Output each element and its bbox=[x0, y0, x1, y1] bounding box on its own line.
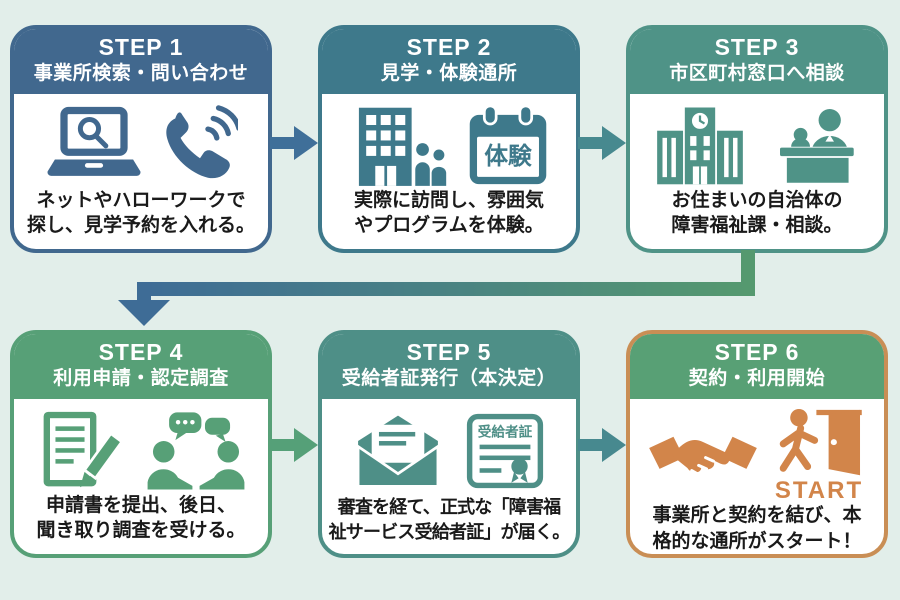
arrow-step1-step2 bbox=[270, 126, 318, 160]
step1-title: 事業所検索・問い合わせ bbox=[33, 63, 249, 84]
step3-header: STEP 3 市区町村窓口へ相談 bbox=[630, 29, 884, 94]
step2-desc-line2: やプログラムを体験。 bbox=[354, 215, 544, 237]
laptop-search-icon bbox=[44, 105, 144, 185]
step1-desc-line2: 探し、見学予約を入れる。 bbox=[26, 215, 255, 237]
trial-badge-text: 体験 bbox=[484, 143, 532, 170]
phone-icon bbox=[162, 105, 238, 185]
step6-desc-line2: 格的な通所がスタート！ bbox=[652, 530, 862, 552]
door-start-icon bbox=[771, 407, 867, 479]
step3-title: 市区町村窓口へ相談 bbox=[669, 63, 845, 84]
step2-header: STEP 2 見学・体験通所 bbox=[322, 29, 576, 94]
start-label: START bbox=[774, 477, 864, 504]
step5-description: 審査を経て、正式な「障害福 祉サービス受給者証」が届く。 bbox=[328, 495, 571, 544]
step3-description: お住まいの自治体の 障害福祉課・相談。 bbox=[671, 188, 842, 239]
step4-card: STEP 4 利用申請・認定調査 bbox=[10, 330, 272, 558]
step3-card: STEP 3 市区町村窓口へ相談 bbox=[626, 25, 888, 253]
arrow-step5-step6 bbox=[578, 428, 626, 462]
step1-header: STEP 1 事業所検索・問い合わせ bbox=[14, 29, 268, 94]
step1-desc-line1: ネットやハローワークで bbox=[36, 189, 246, 211]
step1-body: ネットやハローワークで 探し、見学予約を入れる。 bbox=[14, 94, 268, 249]
step5-card: STEP 5 受給者証発行（本決定） 受給者証 bbox=[318, 330, 580, 558]
step1-card: STEP 1 事業所検索・問い合わせ bbox=[10, 25, 272, 253]
step4-header: STEP 4 利用申請・認定調査 bbox=[14, 334, 268, 399]
certificate-label-text: 受給者証 bbox=[478, 424, 533, 440]
government-building-icon bbox=[650, 105, 750, 185]
step2-card: STEP 2 見学・体験通所 bbox=[318, 25, 580, 253]
step3-desc-line2: 障害福祉課・相談。 bbox=[671, 215, 843, 237]
step4-desc-line1: 申請書を提出、後日、 bbox=[45, 494, 236, 516]
step4-desc-line2: 聞き取り調査を受ける。 bbox=[36, 520, 246, 542]
step5-desc-line1: 審査を経て、正式な「障害福 bbox=[337, 497, 562, 518]
step3-label: STEP 3 bbox=[714, 34, 800, 60]
step4-body: 申請書を提出、後日、 聞き取り調査を受ける。 bbox=[14, 399, 268, 554]
envelope-letter-icon bbox=[351, 412, 445, 490]
step2-description: 実際に訪問し、雰囲気 やプログラムを体験。 bbox=[354, 188, 544, 239]
step5-title: 受給者証発行（本決定） bbox=[341, 368, 557, 389]
step4-description: 申請書を提出、後日、 聞き取り調査を受ける。 bbox=[36, 493, 245, 544]
trial-calendar-icon: 体験 bbox=[466, 104, 550, 186]
arrow-step2-step3 bbox=[578, 126, 626, 160]
arrow-step3-step4 bbox=[118, 250, 755, 326]
certificate-icon: 受給者証 bbox=[463, 412, 547, 490]
step6-description: 事業所と契約を結び、本 格的な通所がスタート！ bbox=[652, 503, 861, 554]
door-start-group: START bbox=[771, 407, 867, 503]
step2-label: STEP 2 bbox=[406, 34, 492, 60]
step4-title: 利用申請・認定調査 bbox=[53, 368, 229, 389]
reception-desk-icon bbox=[768, 105, 864, 185]
step5-body: 受給者証 審査を経て、正式な「障害福 祉サービス受給者証」が届く。 bbox=[322, 399, 576, 554]
step6-header: STEP 6 契約・利用開始 bbox=[630, 334, 884, 399]
step5-header: STEP 5 受給者証発行（本決定） bbox=[322, 334, 576, 399]
interview-icon bbox=[144, 410, 248, 490]
step6-card: STEP 6 契約・利用開始 bbox=[626, 330, 888, 558]
step1-label: STEP 1 bbox=[98, 34, 184, 60]
step6-body: START 事業所と契約を結び、本 格的な通所がスタート！ bbox=[630, 399, 884, 554]
step2-title: 見学・体験通所 bbox=[380, 63, 518, 84]
step3-body: お住まいの自治体の 障害福祉課・相談。 bbox=[630, 94, 884, 249]
step5-desc-line2: 祉サービス受給者証」が届く。 bbox=[328, 521, 571, 542]
office-visitors-icon bbox=[348, 104, 448, 186]
step5-label: STEP 5 bbox=[406, 339, 492, 365]
application-form-icon bbox=[34, 410, 126, 490]
step6-title: 契約・利用開始 bbox=[688, 368, 826, 389]
step6-label: STEP 6 bbox=[714, 339, 800, 365]
step3-desc-line1: お住まいの自治体の bbox=[671, 189, 843, 211]
step2-desc-line1: 実際に訪問し、雰囲気 bbox=[353, 189, 544, 211]
arrow-step4-step5 bbox=[270, 428, 318, 462]
step6-desc-line1: 事業所と契約を結び、本 bbox=[652, 505, 862, 526]
handshake-icon bbox=[647, 422, 759, 488]
step4-label: STEP 4 bbox=[98, 339, 184, 365]
step2-body: 体験 実際に訪問し、雰囲気 やプログラムを体験。 bbox=[322, 94, 576, 249]
step1-description: ネットやハローワークで 探し、見学予約を入れる。 bbox=[27, 188, 255, 239]
